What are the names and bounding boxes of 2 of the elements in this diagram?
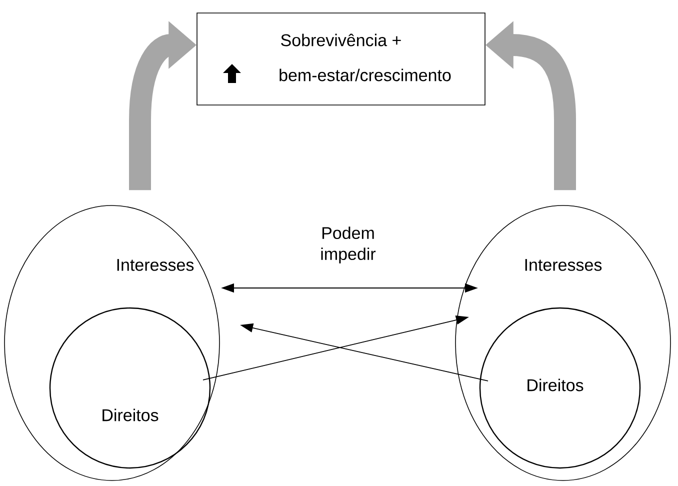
edge-label: Podem impedir [307,226,389,264]
goal-box: Sobrevivência + bem-estar/crescimento [196,12,486,106]
